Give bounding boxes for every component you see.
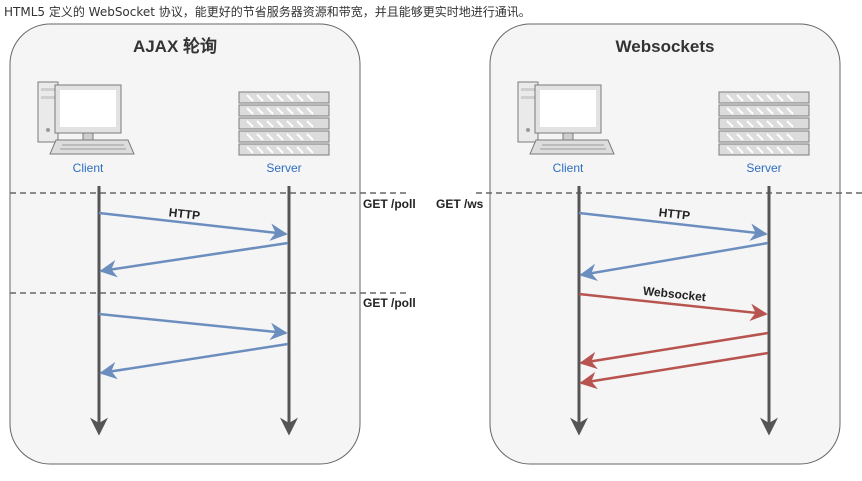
ws-request-label: GET /ws [436, 197, 484, 211]
ajax-http-request-arrow [98, 211, 288, 241]
ws-http-request-arrow [578, 211, 768, 241]
ajax-poll-request-arrow [98, 312, 288, 341]
ws-websocket-request-arrow [578, 292, 768, 322]
ajax-request-label-2: GET /poll [363, 296, 416, 310]
client-computer-icon [517, 81, 615, 155]
client-computer-icon [37, 81, 135, 155]
ajax-client-label: Client [73, 161, 104, 175]
ws-websocket-push-arrow-1 [579, 331, 769, 370]
server-rack-icon [718, 91, 810, 156]
ws-websocket-label: Websocket [642, 284, 706, 305]
ws-http-label: HTTP [658, 205, 691, 222]
ajax-request-label-1: GET /poll [363, 197, 416, 211]
page-caption: HTML5 定义的 WebSocket 协议，能更好的节省服务器资源和带宽，并且… [4, 5, 531, 19]
ws-http-response-arrow [579, 241, 769, 281]
ws-server-label: Server [746, 161, 781, 175]
ajax-http-label: HTTP [168, 205, 201, 222]
ajax-panel-title: AJAX 轮询 [133, 36, 217, 56]
ajax-poll-response-arrow [99, 342, 289, 380]
ajax-http-response-arrow [99, 241, 289, 278]
server-rack-icon [238, 91, 330, 156]
websockets-panel-title: Websockets [616, 37, 715, 56]
ws-client-label: Client [553, 161, 584, 175]
ajax-server-label: Server [266, 161, 301, 175]
ws-websocket-push-arrow-2 [579, 351, 769, 390]
